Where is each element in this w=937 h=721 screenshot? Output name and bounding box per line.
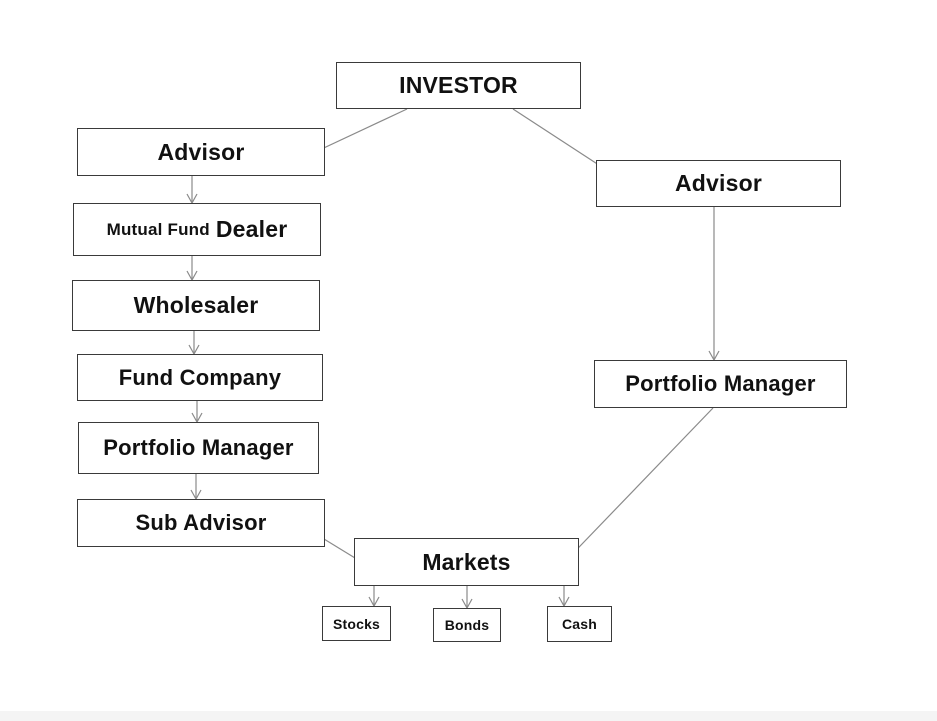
portfolio-manager-right-box: Portfolio Manager bbox=[594, 360, 847, 408]
investor-box: INVESTOR bbox=[336, 62, 581, 109]
stocks-label: Stocks bbox=[332, 615, 381, 632]
advisor-left-box: Advisor bbox=[77, 128, 325, 176]
sub-advisor-label: Sub Advisor bbox=[135, 510, 267, 535]
cash-label: Cash bbox=[561, 616, 598, 632]
mutual-fund-label: Mutual Fund bbox=[106, 219, 210, 239]
investor-label: INVESTOR bbox=[399, 72, 518, 98]
mutual-fund-dealer-box: Mutual Fund Dealer bbox=[73, 203, 321, 256]
bonds-box: Bonds bbox=[433, 608, 501, 642]
advisor-left-label: Advisor bbox=[157, 138, 245, 165]
bonds-label: Bonds bbox=[444, 617, 490, 633]
edge-portfolio-manager-right-to-markets bbox=[556, 407, 714, 571]
markets-box: Markets bbox=[354, 538, 579, 586]
wholesaler-box: Wholesaler bbox=[72, 280, 320, 331]
portfolio-manager-right-label: Portfolio Manager bbox=[625, 371, 816, 396]
markets-label: Markets bbox=[422, 548, 511, 575]
portfolio-manager-left-label: Portfolio Manager bbox=[103, 435, 294, 460]
fund-company-box: Fund Company bbox=[77, 354, 323, 401]
wholesaler-label: Wholesaler bbox=[133, 292, 259, 318]
advisor-right-box: Advisor bbox=[596, 160, 841, 207]
advisor-right-label: Advisor bbox=[674, 170, 763, 196]
sub-advisor-box: Sub Advisor bbox=[77, 499, 325, 547]
dealer-label: Dealer bbox=[215, 216, 288, 242]
stocks-box: Stocks bbox=[322, 606, 391, 641]
fund-company-label: Fund Company bbox=[118, 364, 282, 390]
cash-box: Cash bbox=[547, 606, 612, 642]
bottom-edge-strip bbox=[0, 711, 937, 721]
portfolio-manager-left-box: Portfolio Manager bbox=[78, 422, 319, 474]
